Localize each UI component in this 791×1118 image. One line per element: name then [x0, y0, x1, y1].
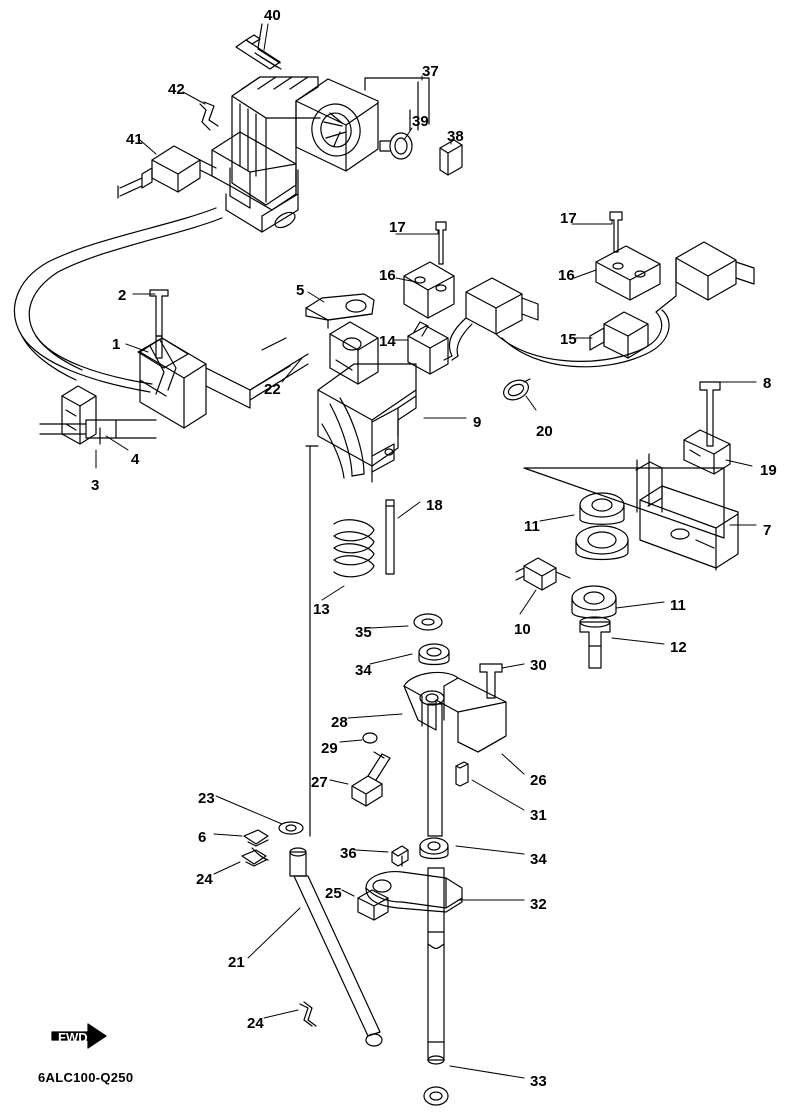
callout-19: 19 [760, 462, 777, 479]
callout-29: 29 [321, 740, 338, 757]
cable-assembly [13, 207, 309, 445]
callout-36: 36 [340, 845, 357, 862]
arm-assembly [305, 293, 379, 385]
callout-17-left: 17 [389, 219, 406, 236]
leader-lines [95, 23, 757, 1079]
callout-33: 33 [530, 1073, 547, 1090]
callout-21: 21 [228, 954, 245, 971]
callout-37: 37 [422, 63, 439, 80]
callout-20: 20 [536, 423, 553, 440]
callout-11-lower: 11 [670, 597, 686, 614]
callout-42: 42 [168, 81, 185, 98]
callout-8: 8 [763, 375, 772, 392]
part-code-label: 6ALC100-Q250 [38, 1070, 134, 1085]
callout-35: 35 [355, 624, 372, 641]
callout-17-right: 17 [560, 210, 577, 227]
callout-15: 15 [560, 331, 577, 348]
motor-assembly [117, 23, 463, 233]
callout-31: 31 [530, 807, 547, 824]
callout-16-left: 16 [379, 267, 396, 284]
callout-28: 28 [331, 714, 348, 731]
callout-12: 12 [670, 639, 687, 656]
lower-assembly [241, 821, 463, 1106]
callout-24-upper: 24 [196, 871, 213, 888]
right-bracket-assembly [515, 381, 739, 669]
sensor-right [589, 211, 755, 359]
callout-23: 23 [198, 790, 215, 807]
fwd-arrow [51, 1023, 107, 1049]
callout-3: 3 [91, 477, 100, 494]
callout-7: 7 [763, 522, 772, 539]
callout-41: 41 [126, 131, 143, 148]
callout-11-upper: 11 [524, 518, 540, 535]
callout-39: 39 [412, 113, 429, 130]
callout-22: 22 [264, 381, 281, 398]
circlip-20 [503, 378, 531, 401]
mid-assembly [351, 613, 507, 837]
fwd-direction-label: FWD [58, 1030, 88, 1045]
callout-10: 10 [514, 621, 531, 638]
callout-40: 40 [264, 7, 281, 24]
callout-26: 26 [530, 772, 547, 789]
callout-2: 2 [118, 287, 127, 304]
lever-assembly [305, 363, 417, 837]
callout-18: 18 [426, 497, 443, 514]
callout-24-lower: 24 [247, 1015, 264, 1032]
callout-4: 4 [131, 451, 140, 468]
sensor-left [403, 221, 670, 375]
callout-14: 14 [379, 333, 396, 350]
callout-13: 13 [313, 601, 330, 618]
callout-1: 1 [112, 336, 121, 353]
callout-27: 27 [311, 774, 328, 791]
callout-34-lower: 34 [530, 851, 547, 868]
callout-32: 32 [530, 896, 547, 913]
callout-25: 25 [325, 885, 342, 902]
callout-6: 6 [198, 829, 207, 846]
callout-5: 5 [296, 282, 305, 299]
callout-34-upper: 34 [355, 662, 372, 679]
callout-30: 30 [530, 657, 547, 674]
callout-38: 38 [447, 128, 464, 145]
callout-9: 9 [473, 414, 482, 431]
callout-16-right: 16 [558, 267, 575, 284]
